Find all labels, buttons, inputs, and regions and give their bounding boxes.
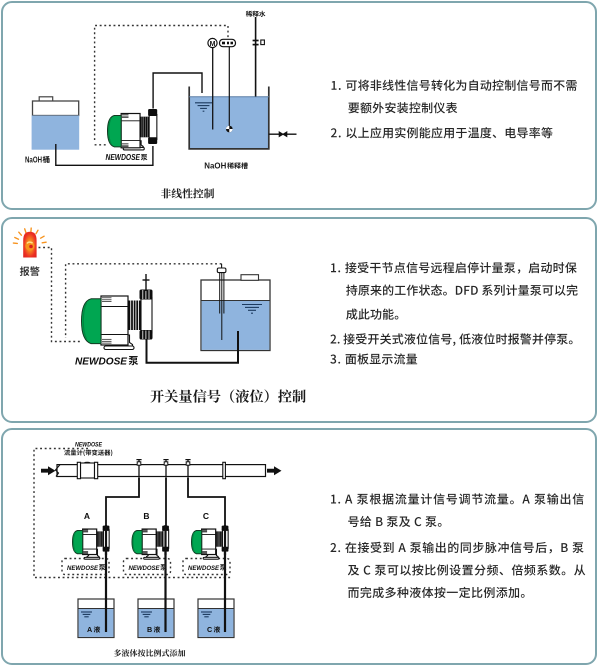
svg-text:NEWDOSE: NEWDOSE bbox=[188, 565, 219, 572]
svg-text:C: C bbox=[207, 625, 212, 634]
svg-text:B: B bbox=[143, 511, 149, 521]
svg-text:NEWDOSE: NEWDOSE bbox=[67, 565, 98, 572]
svg-text:NEWDOSE: NEWDOSE bbox=[75, 442, 102, 449]
svg-text:M: M bbox=[210, 41, 216, 48]
svg-text:NEWDOSE: NEWDOSE bbox=[75, 356, 127, 367]
svg-text:NaOH: NaOH bbox=[204, 160, 226, 170]
svg-text:NaOH: NaOH bbox=[25, 155, 42, 164]
svg-text:B: B bbox=[147, 625, 152, 634]
svg-text:A: A bbox=[84, 511, 90, 521]
svg-text:C: C bbox=[203, 511, 209, 521]
svg-text:NEWDOSE: NEWDOSE bbox=[106, 153, 141, 162]
svg-text:A: A bbox=[87, 625, 92, 634]
svg-text:NEWDOSE: NEWDOSE bbox=[129, 565, 160, 572]
